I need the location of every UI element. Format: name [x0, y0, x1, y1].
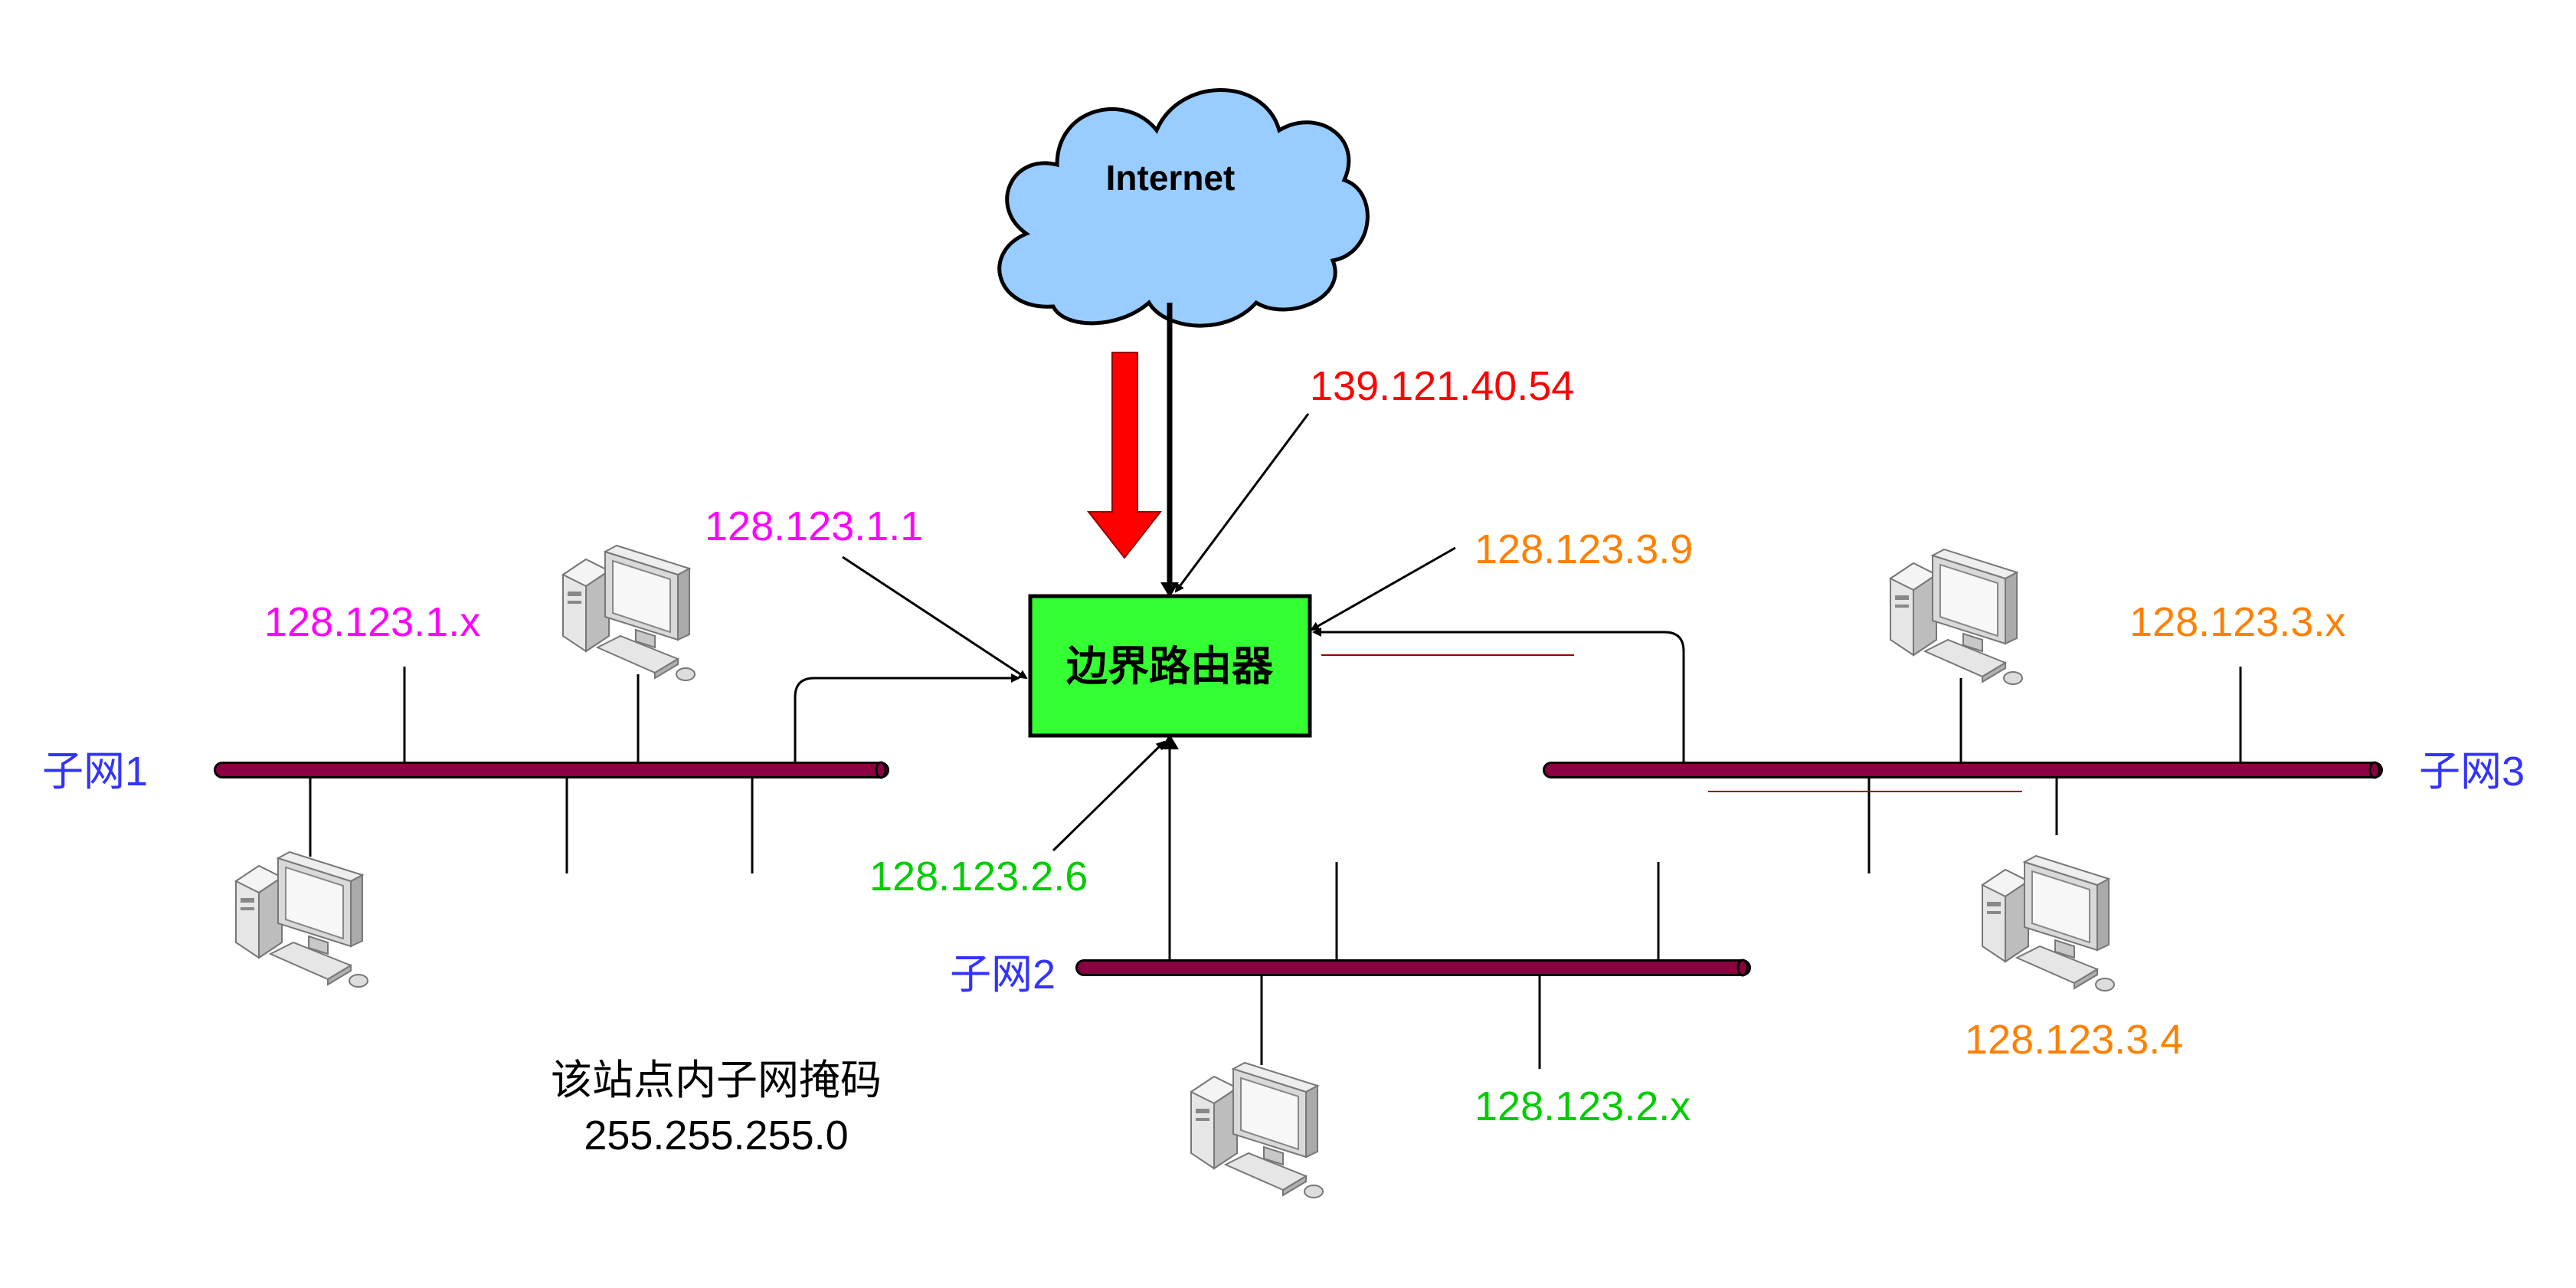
subnet1-bus	[214, 761, 889, 779]
subnet1-label: 子网1	[42, 749, 148, 795]
subnet2-taps	[1168, 747, 1660, 1069]
subnet2-label: 子网2	[950, 952, 1056, 998]
subnet2-bus	[1075, 959, 1751, 977]
subnet3-hosts-address: 128.123.3.x	[2129, 599, 2345, 645]
pc-subnet3-top-icon	[1890, 549, 2023, 685]
subnet3-bus	[1543, 761, 2383, 779]
subnet-mask-note-title: 该站点内子网掩码	[551, 1057, 882, 1103]
pc-target-host-icon	[1982, 855, 2115, 991]
pc-subnet1-bottom-icon	[235, 851, 368, 988]
subnet2-hosts-address: 128.123.2.x	[1475, 1083, 1691, 1129]
subnet3-gateway-address: 128.123.3.9	[1475, 526, 1693, 572]
subnet-mask-note-value: 255.255.255.0	[584, 1113, 848, 1159]
subnet1-gateway-address: 128.123.1.1	[705, 503, 923, 549]
subnet3-router-link	[1312, 628, 1685, 762]
border-router: 边界路由器	[1028, 594, 1312, 738]
pc-subnet2-icon	[1190, 1062, 1324, 1198]
router-label: 边界路由器	[1066, 644, 1274, 690]
internet-label: Internet	[1106, 158, 1236, 198]
internet-cloud: Internet	[997, 88, 1370, 328]
leader-lines	[842, 413, 1456, 852]
subnet1-router-link	[794, 673, 1020, 762]
subnet1-taps	[309, 667, 754, 873]
subnet3-label: 子网3	[2419, 749, 2525, 795]
wan-address: 139.121.40.54	[1310, 363, 1574, 409]
wan-link-arrowhead	[1160, 582, 1179, 598]
subnet3-taps	[1867, 667, 2242, 873]
target-host-address: 128.123.3.4	[1965, 1017, 2183, 1063]
subnet2-gateway-address: 128.123.2.6	[869, 854, 1088, 900]
subnet1-hosts-address: 128.123.1.x	[264, 599, 480, 645]
pc-subnet1-top-icon	[562, 545, 696, 681]
inbound-traffic-arrow	[1086, 352, 1163, 559]
